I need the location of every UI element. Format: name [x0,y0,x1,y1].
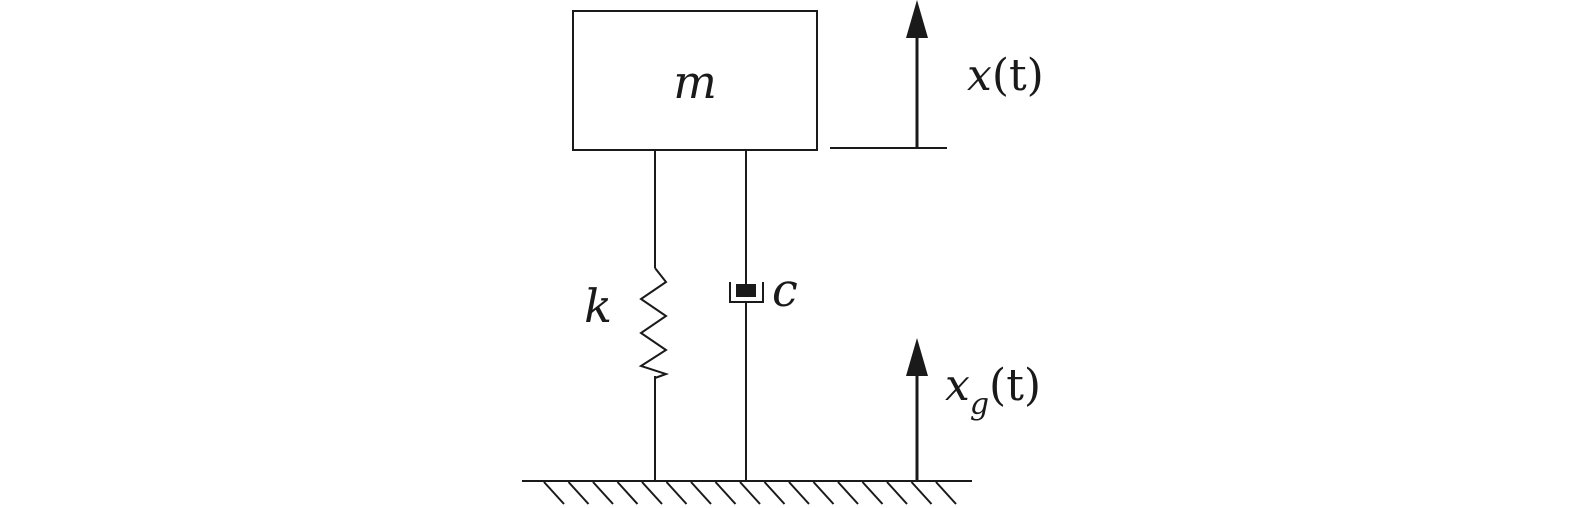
ground-hatching [543,481,957,505]
ground-hatch-line [543,481,565,505]
ground-hatch-line [763,481,786,505]
ground-hatch-line [616,481,639,505]
ground-hatch-line [739,481,761,505]
mass-displacement-var: x [967,50,992,101]
ground-hatch-line [665,481,688,505]
ground-displacement-sub: g [970,387,989,422]
damper-label: c [772,263,798,317]
damper [729,150,764,481]
ground-hatch-line [837,481,859,505]
ground-displacement-var: x [945,360,970,411]
ground-hatch-line [861,481,884,505]
mass-displacement-arg: (t) [992,50,1044,101]
ground-hatch-line [812,481,835,505]
spring [638,150,670,481]
ground-displacement-label: xg(t) [945,360,1041,422]
ground-hatch-line [788,481,810,505]
ground-hatch-line [910,481,933,505]
ground-hatch-line [641,481,663,505]
mass-displacement-arrow [906,0,928,148]
ground-hatch-line [886,481,908,505]
ground-hatch-line [567,481,590,505]
ground-displacement-arrow [906,338,928,481]
mass-block [572,10,818,151]
mass-displacement-label: x(t) [967,50,1044,101]
ground-hatch-line [714,481,737,505]
spring-label: k [584,279,612,333]
ground-hatch-line [935,481,957,505]
mass-label: m [673,55,717,109]
ground-hatch-line [592,481,614,505]
ground-displacement-arg: (t) [989,360,1041,411]
ground-hatch-line [690,481,712,505]
